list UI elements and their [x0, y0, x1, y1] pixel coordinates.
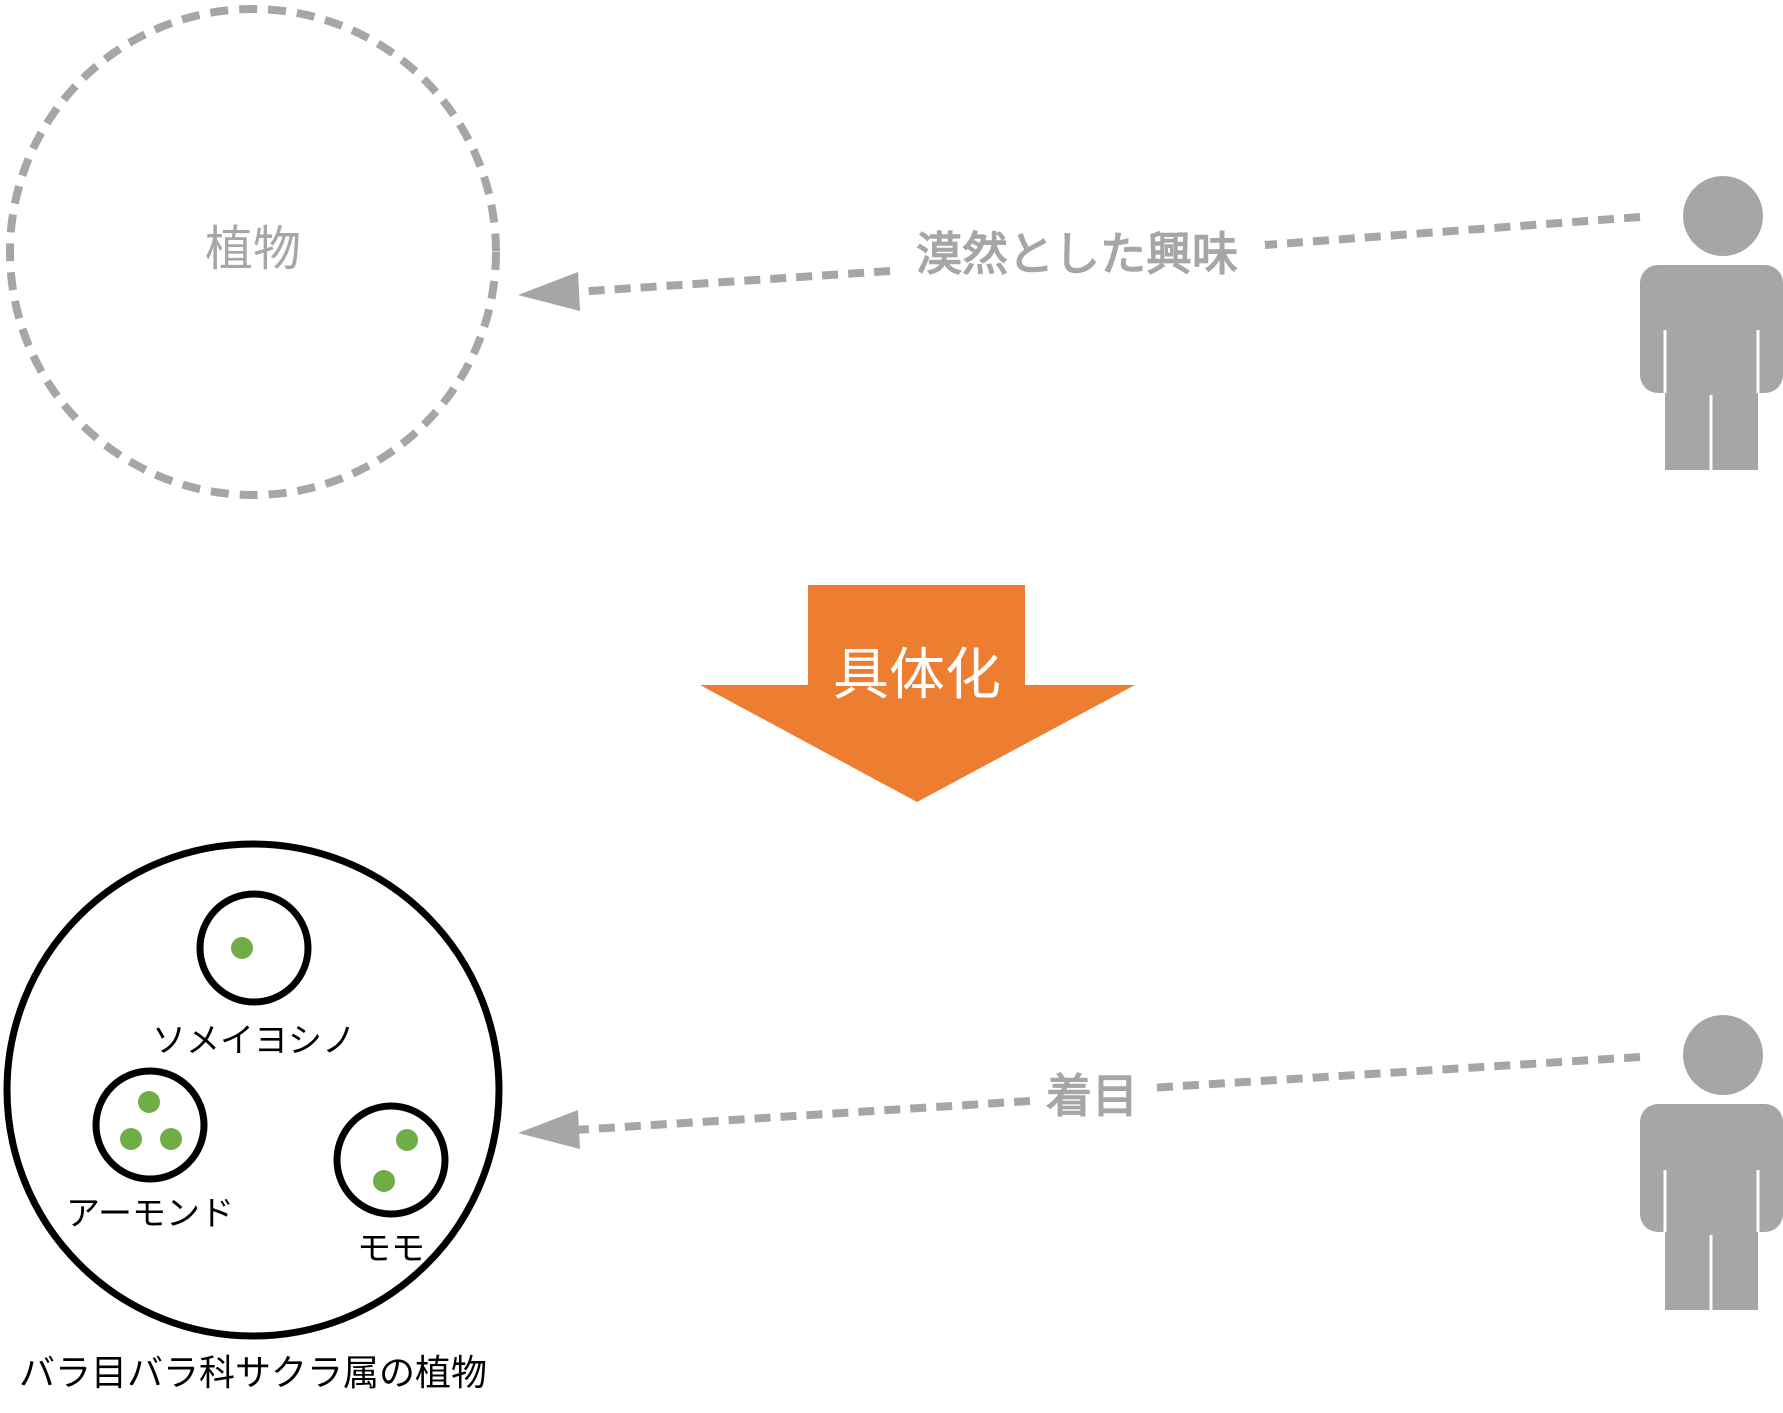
item-circle-peach	[333, 1102, 449, 1218]
seed-dot	[120, 1128, 142, 1150]
seed-dot	[396, 1129, 418, 1151]
concretize-arrow	[700, 585, 1135, 802]
genus-label: バラ目バラ科サクラ属の植物	[19, 1353, 487, 1394]
item-label-somei-yoshino: ソメイヨシノ	[152, 1021, 356, 1061]
item-circle-somei-yoshino	[196, 890, 312, 1006]
top-arrow-head	[518, 272, 580, 311]
top-arrow-line-right	[1264, 213, 1641, 249]
top-arrow-label: 漠然とした興味	[916, 227, 1238, 281]
genus-circle	[3, 840, 503, 1340]
plant-circle-dashed	[6, 5, 500, 499]
seed-dot	[373, 1170, 395, 1192]
concretize-label: 具体化	[833, 643, 1001, 708]
bottom-arrow-line-left	[574, 1097, 1031, 1134]
top-arrow-line-left	[574, 267, 891, 296]
seed-dot	[160, 1128, 182, 1150]
bottom-arrow-line-right	[1149, 1053, 1641, 1092]
item-circle-almond	[92, 1067, 208, 1183]
plant-circle-label: 植物	[205, 221, 301, 277]
bottom-arrow-label: 着目	[1046, 1069, 1138, 1123]
bottom-arrow-head	[518, 1110, 580, 1149]
item-label-peach: モモ	[357, 1229, 425, 1269]
seed-dot	[138, 1091, 160, 1113]
item-label-almond: アーモンド	[66, 1194, 234, 1234]
seed-dot	[231, 937, 253, 959]
